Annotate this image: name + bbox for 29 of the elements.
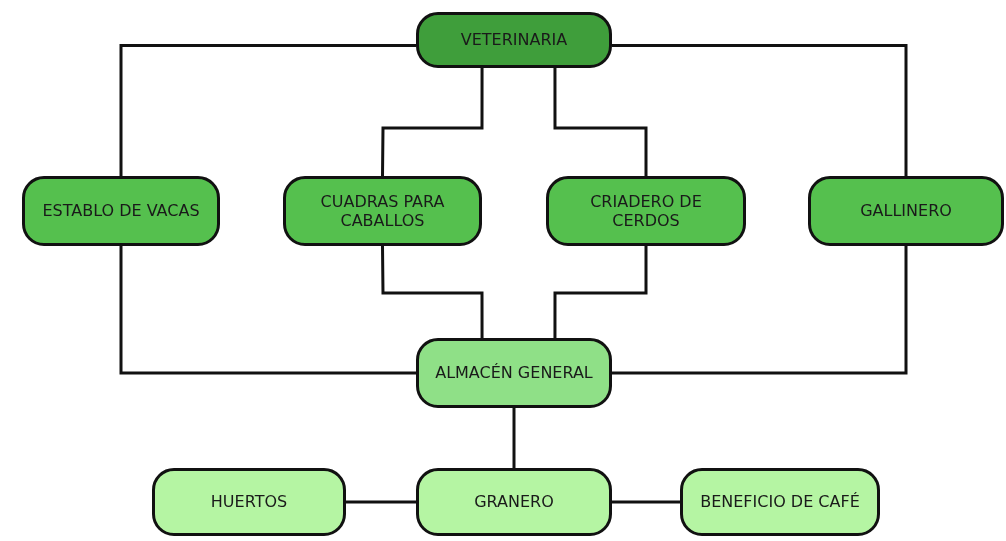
- rounded-box: [416, 338, 612, 408]
- box-label: BENEFICIO DE CAFÉ: [700, 492, 860, 512]
- connector-line: [381, 68, 484, 176]
- connector-line: [612, 500, 680, 504]
- rounded-box: [680, 468, 880, 536]
- connector-line: [346, 500, 416, 504]
- box-label: CRIADERO DE CERDOS: [589, 191, 703, 231]
- connector-line: [612, 44, 908, 176]
- box-label: HUERTOS: [210, 492, 288, 512]
- box-label: ESTABLO DE VACAS: [42, 201, 200, 221]
- box-label: GRANERO: [474, 492, 554, 512]
- connector-line: [612, 246, 908, 375]
- connector-line: [553, 246, 648, 338]
- rounded-box: [808, 176, 1004, 246]
- box-label: VETERINARIA: [460, 30, 568, 50]
- box-label: GALLINERO: [860, 201, 952, 221]
- rounded-box: [546, 176, 746, 246]
- connector-line: [553, 68, 648, 176]
- connector-line: [381, 246, 484, 338]
- connector-line: [119, 246, 416, 375]
- rounded-box: [416, 12, 612, 68]
- connector-line: [119, 44, 416, 176]
- connector-line: [512, 408, 516, 468]
- rounded-box: [283, 176, 482, 246]
- rounded-box: [152, 468, 346, 536]
- rounded-box: [416, 468, 612, 536]
- box-label: CUADRAS PARA CABALLOS: [319, 191, 446, 231]
- box-label: ALMACÉN GENERAL: [435, 363, 593, 383]
- rounded-box: [22, 176, 220, 246]
